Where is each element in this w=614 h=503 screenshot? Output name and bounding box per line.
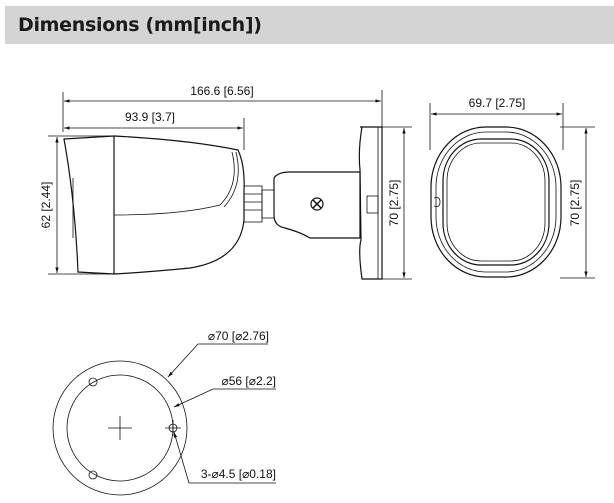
front-view: 69.7 [2.75] 70 [2.75] xyxy=(429,96,595,279)
front-width-dimension: 69.7 [2.75] xyxy=(429,96,564,150)
mount-hole xyxy=(88,377,98,387)
body-length-dimension: 93.9 [3.7] xyxy=(63,110,245,150)
mount-height-dimension: 70 [2.75] xyxy=(382,126,412,280)
mount-base xyxy=(358,126,383,280)
hole-circle-callout: ⌀56 [⌀2.2] xyxy=(173,374,276,408)
holes-label: 3-⌀4.5 [⌀0.18] xyxy=(201,467,276,481)
outer-diameter-callout: ⌀70 [⌀2.76] xyxy=(167,329,269,378)
cable-connector xyxy=(243,185,275,223)
front-height-label: 70 [2.75] xyxy=(568,180,582,227)
side-view: 166.6 [6.56] 93.9 [3.7] 62 [2.44] xyxy=(39,84,412,280)
body-height-dimension: 62 [2.44] xyxy=(39,135,115,275)
center-cross xyxy=(108,416,132,440)
outer-circle xyxy=(52,360,188,496)
mount-arm xyxy=(273,171,361,239)
front-width-label: 69.7 [2.75] xyxy=(469,96,526,110)
mount-height-label: 70 [2.75] xyxy=(387,180,401,227)
mount-hole xyxy=(88,470,98,480)
bottom-view: ⌀70 [⌀2.76] ⌀56 [⌀2.2] 3-⌀4.5 [⌀0.18] xyxy=(52,329,276,496)
body-height-label: 62 [2.44] xyxy=(39,182,53,229)
section-header: Dimensions (mm[inch]) xyxy=(5,6,614,44)
front-height-dimension: 70 [2.75] xyxy=(560,126,595,279)
overall-length-label: 166.6 [6.56] xyxy=(190,84,253,98)
section-title: Dimensions (mm[inch]) xyxy=(18,14,262,36)
body-length-label: 93.9 [3.7] xyxy=(125,110,175,124)
outer-diameter-label: ⌀70 [⌀2.76] xyxy=(208,329,269,343)
overall-length-dimension: 166.6 [6.56] xyxy=(62,84,383,132)
camera-body xyxy=(63,135,245,275)
holes-callout: 3-⌀4.5 [⌀0.18] xyxy=(173,431,276,484)
camera-front xyxy=(430,126,562,278)
hole-circle-label: ⌀56 [⌀2.2] xyxy=(222,374,276,388)
